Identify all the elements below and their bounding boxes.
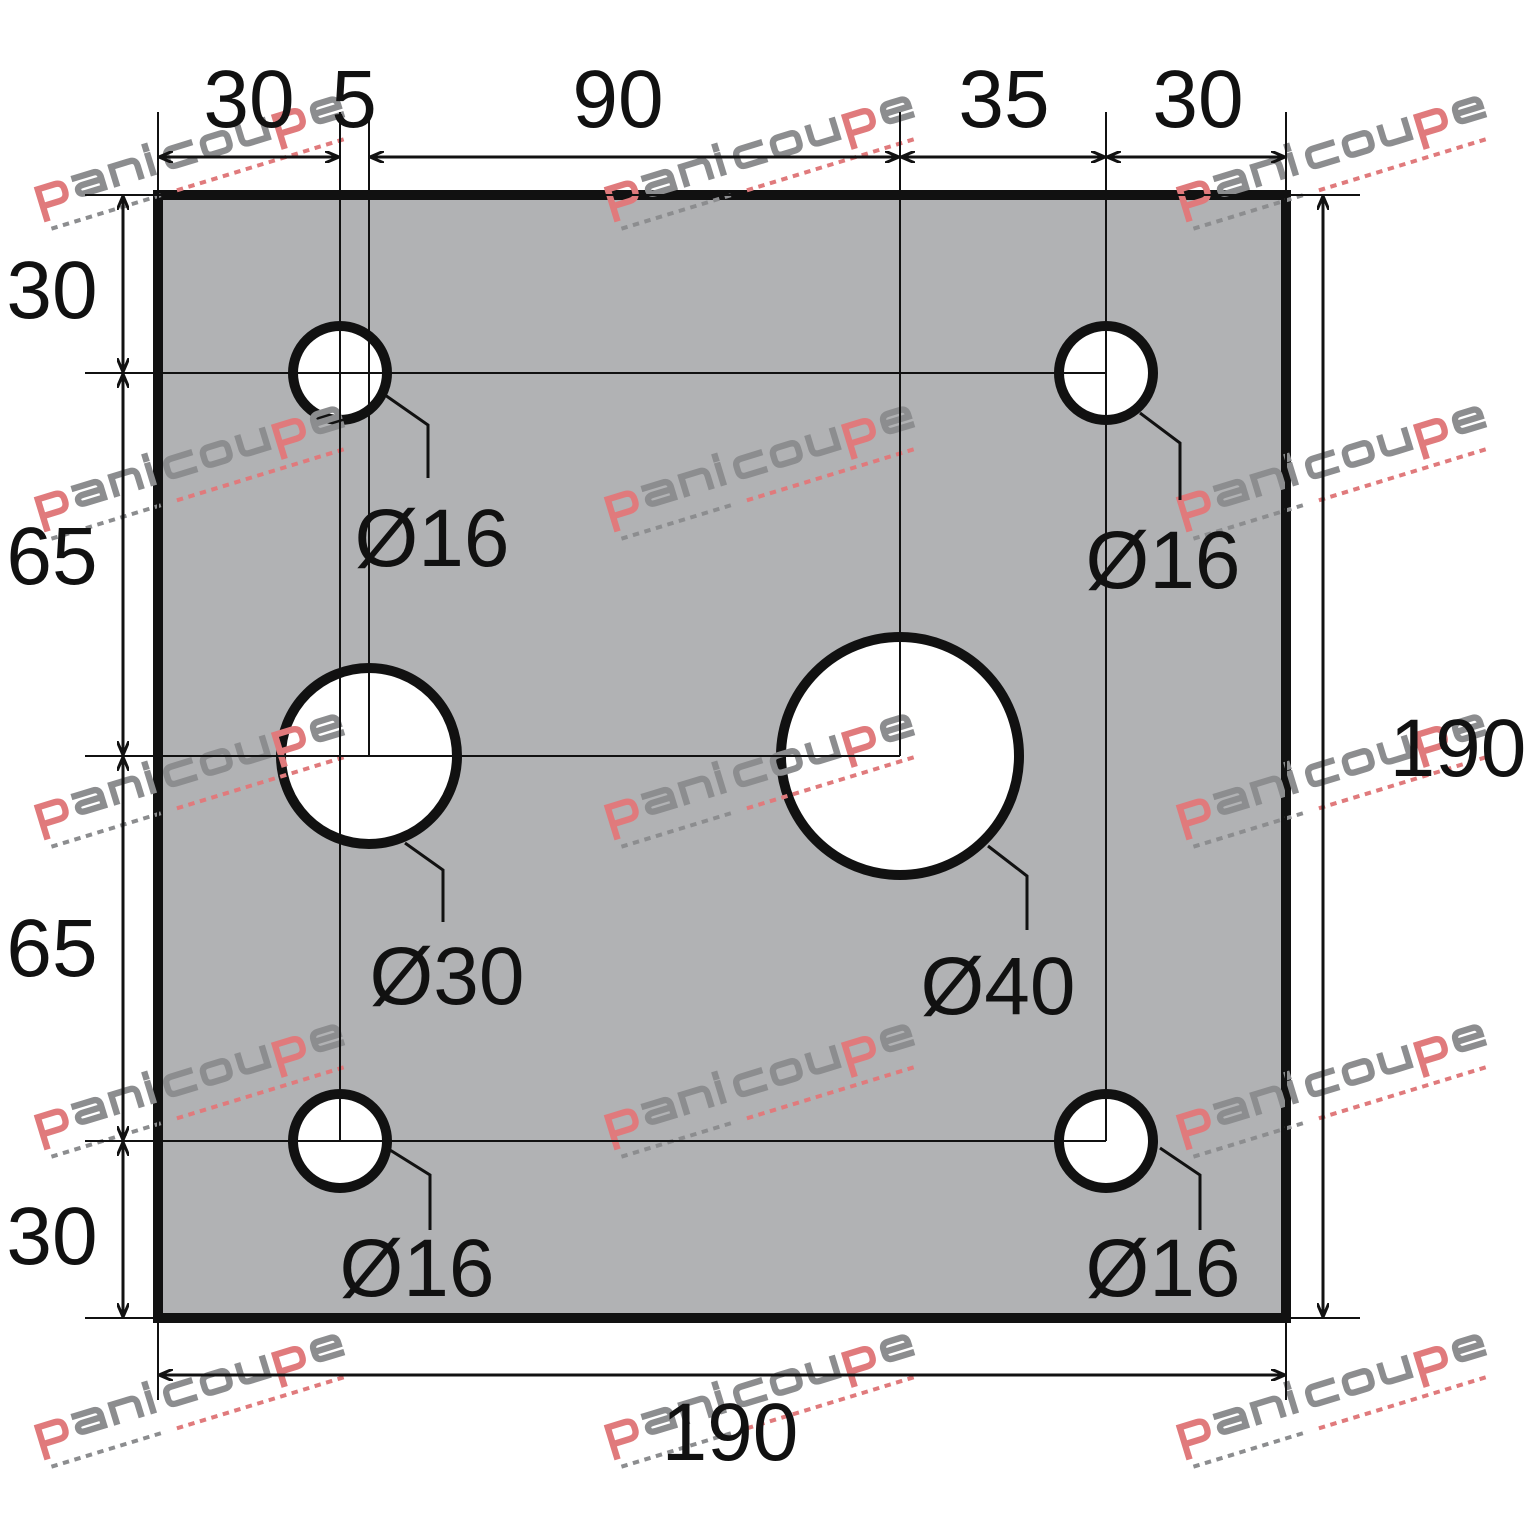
watermark-logo <box>33 96 346 231</box>
watermark-logo <box>603 714 916 849</box>
dim-top-2: 5 <box>331 54 377 145</box>
hole-label-4: Ø40 <box>921 941 1076 1032</box>
hole-label-2: Ø16 <box>1086 515 1241 606</box>
hole-label-3: Ø30 <box>370 931 525 1022</box>
center-lines <box>85 112 1360 1400</box>
watermark-logo <box>1175 1024 1488 1159</box>
hole-label-5: Ø16 <box>340 1223 495 1314</box>
watermark-logo <box>33 406 346 541</box>
watermark-logo <box>33 1024 346 1159</box>
dim-left-2: 65 <box>6 511 97 602</box>
dim-right: 190 <box>1390 703 1527 794</box>
dimension-arrows <box>123 157 1323 1375</box>
dimension-labels: 30 5 90 35 30 30 65 65 30 190 190 Ø16 Ø1… <box>6 54 1526 1478</box>
dim-left-3: 65 <box>6 903 97 994</box>
watermark-logo <box>603 1024 916 1159</box>
dim-top-1: 30 <box>203 54 294 145</box>
watermark-logo <box>33 1334 346 1469</box>
dim-left-4: 30 <box>6 1191 97 1282</box>
watermark-logo <box>1175 1334 1488 1469</box>
dim-top-5: 30 <box>1152 54 1243 145</box>
watermark-logo <box>603 406 916 541</box>
watermark-logo <box>603 96 916 231</box>
hole-label-1: Ø16 <box>355 493 510 584</box>
hole-label-6: Ø16 <box>1086 1223 1241 1314</box>
watermark-logo <box>603 1334 916 1469</box>
dim-top-3: 90 <box>572 54 663 145</box>
watermark-logo <box>33 714 346 849</box>
leaders <box>384 393 1202 1230</box>
dim-bottom: 190 <box>662 1387 799 1478</box>
dim-left-1: 30 <box>6 245 97 336</box>
dim-top-4: 35 <box>958 54 1049 145</box>
